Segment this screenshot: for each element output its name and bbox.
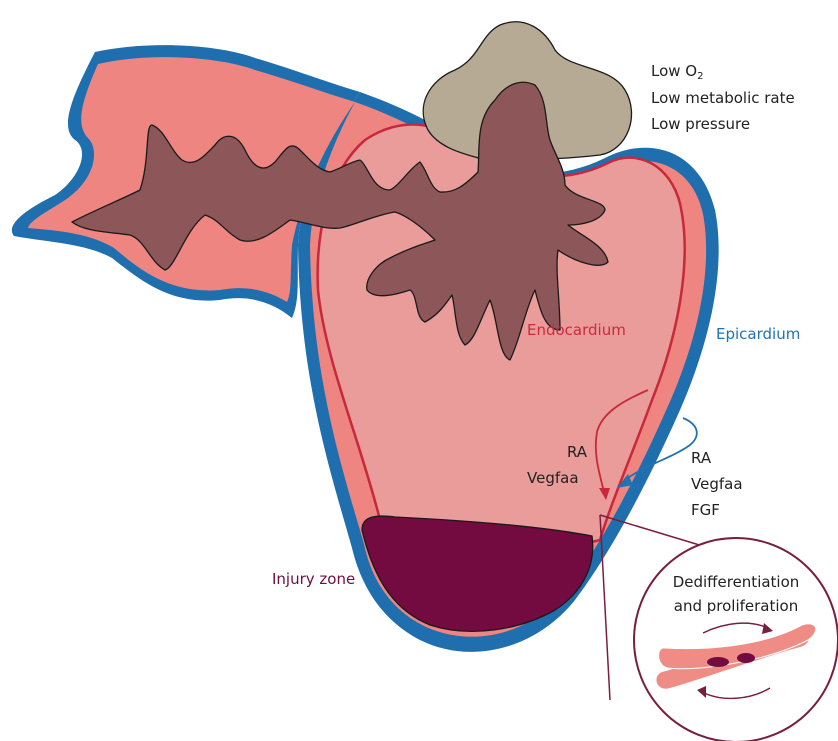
injury-zone-label: Injury zone xyxy=(272,569,355,589)
epicardium-label: Epicardium xyxy=(716,324,800,344)
endocardium-label: Endocardium xyxy=(527,320,626,340)
endocardial-signal-ra: RA xyxy=(565,442,589,462)
epicardial-signal-ra: RA xyxy=(691,448,711,468)
condition-low-metabolic-rate: Low metabolic rate xyxy=(651,88,795,108)
condition-low-pressure: Low pressure xyxy=(651,114,750,134)
endocardial-signal-vegfaa: Vegfaa xyxy=(527,468,579,488)
inset-title-line2: and proliferation xyxy=(656,596,816,616)
condition-low-o2: Low O2 xyxy=(651,61,704,81)
nucleus-1 xyxy=(707,657,729,667)
epicardial-signal-fgf: FGF xyxy=(691,500,720,520)
nucleus-2 xyxy=(737,653,755,663)
inset-title-line1: Dedifferentiation xyxy=(656,572,816,592)
epicardial-signal-vegfaa: Vegfaa xyxy=(691,474,743,494)
